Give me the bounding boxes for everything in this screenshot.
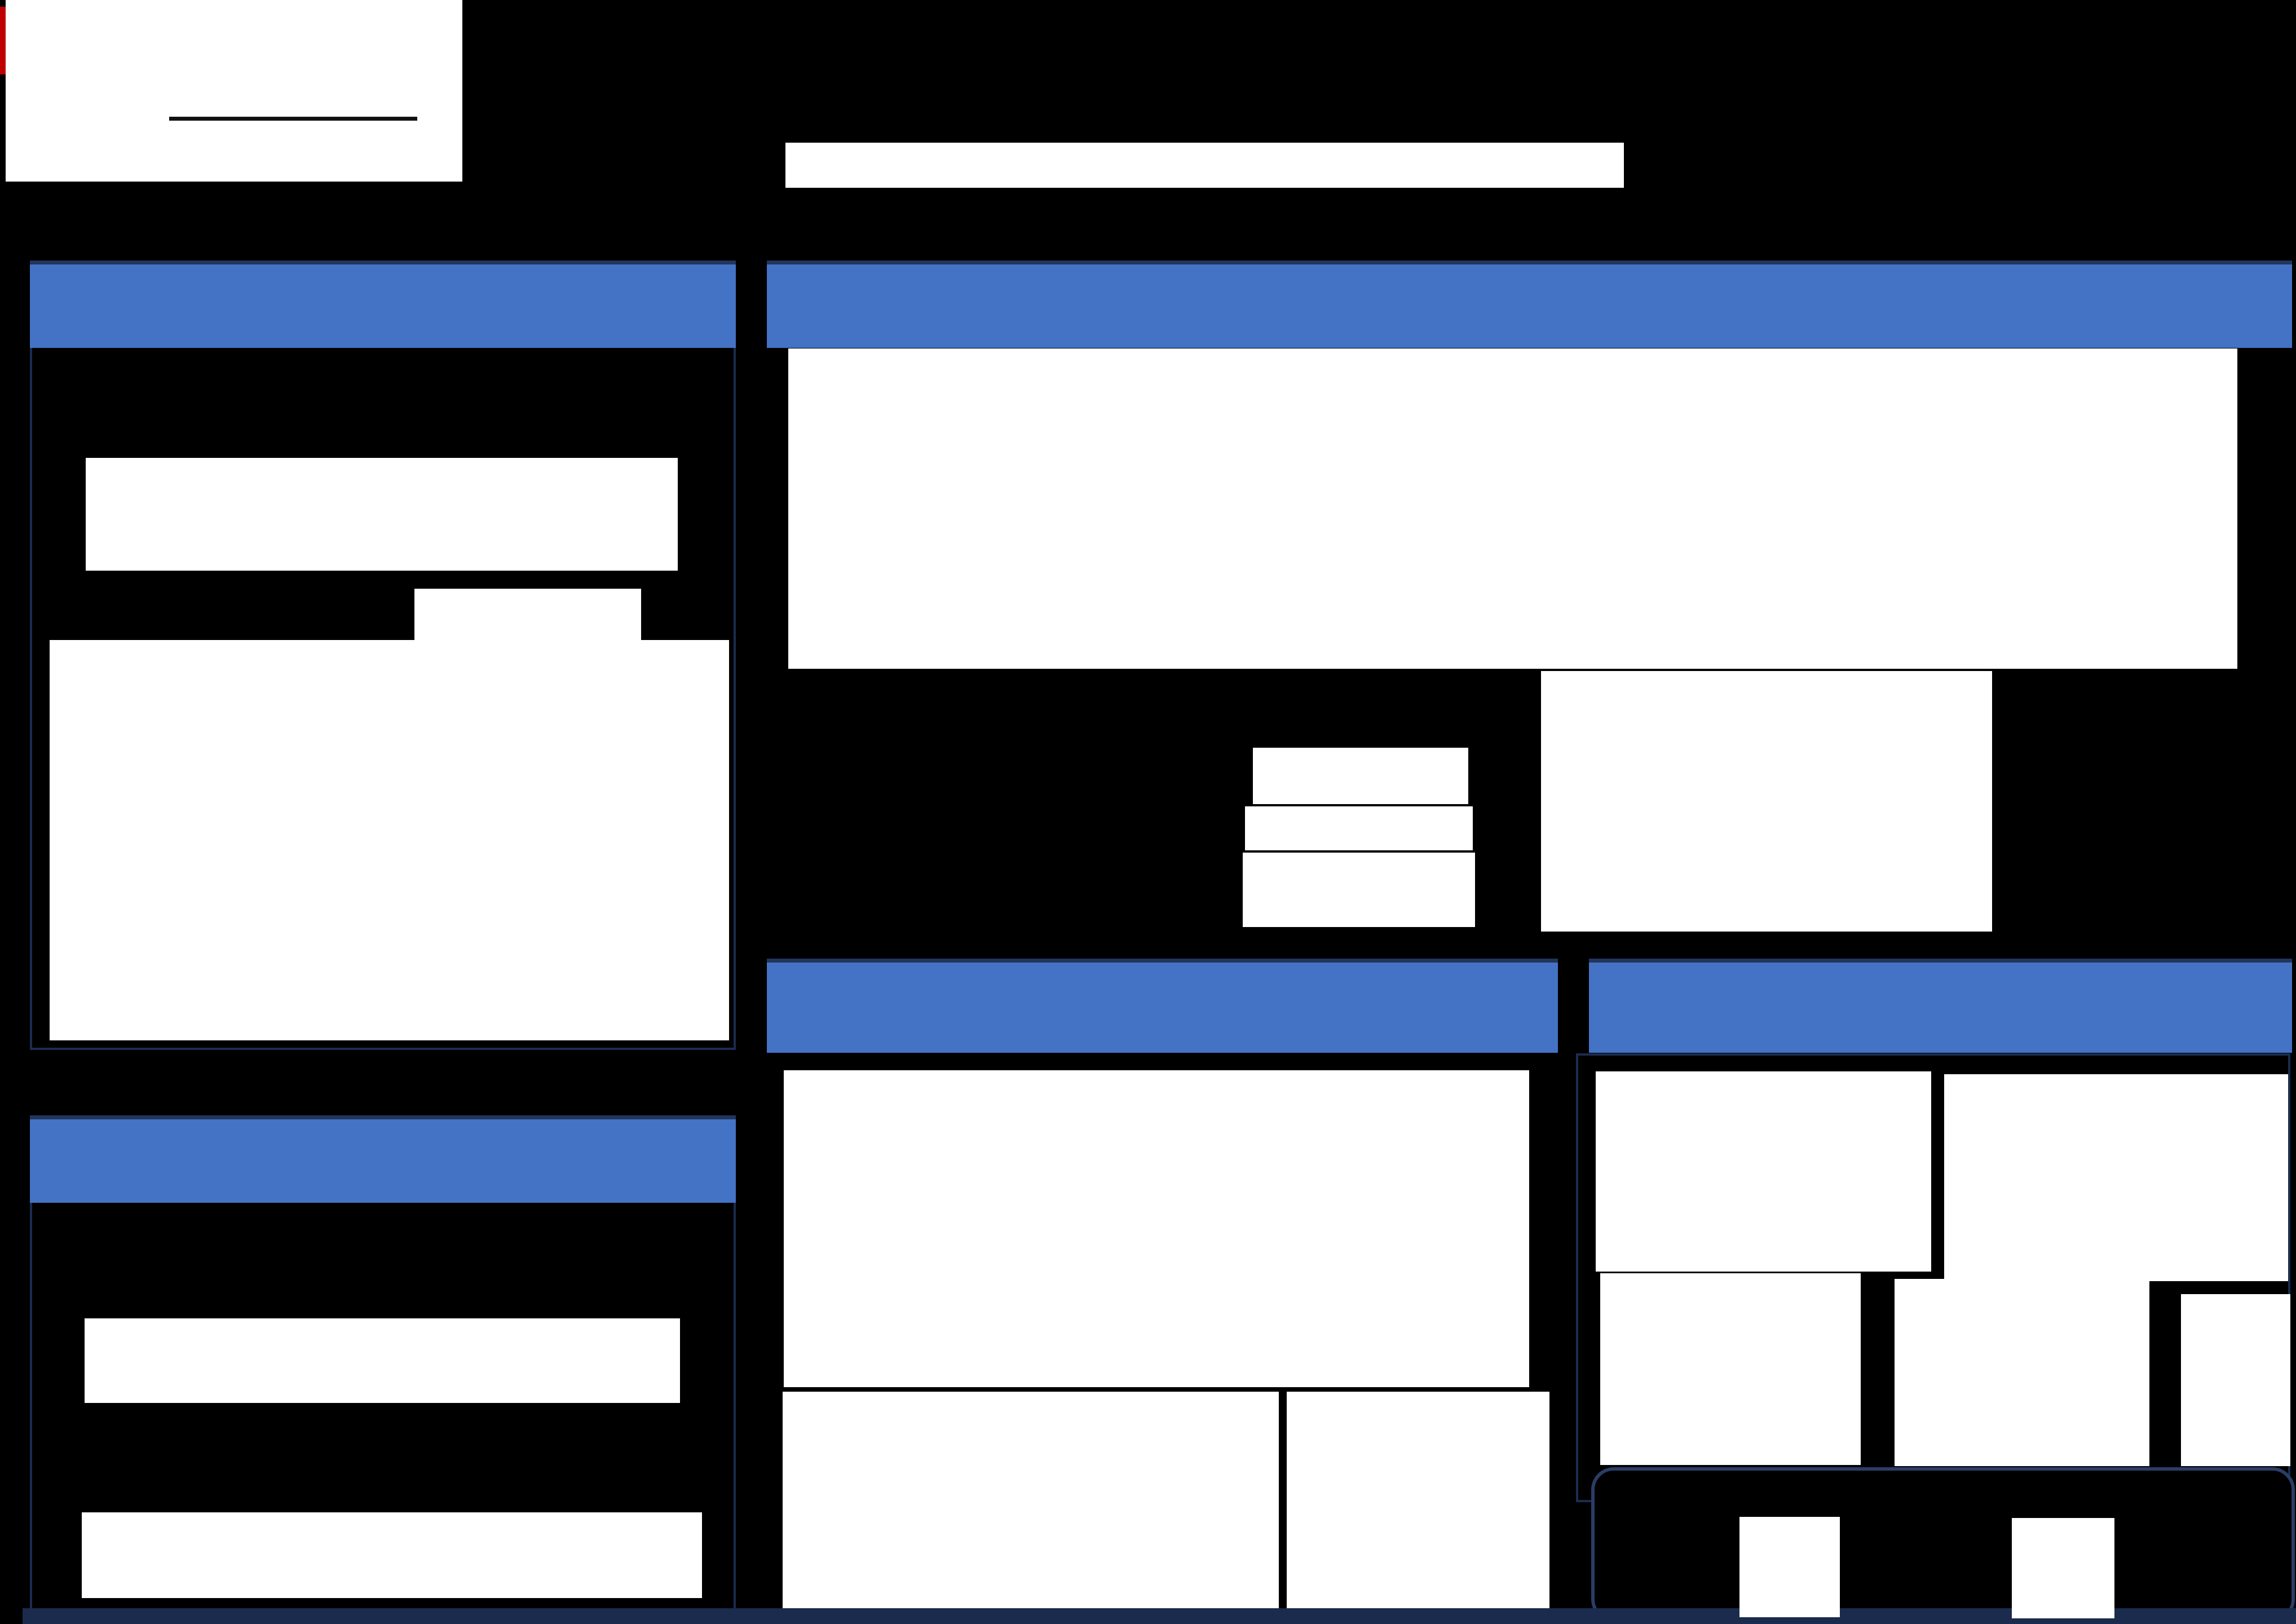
memory-footprint-box bbox=[1596, 1071, 1931, 1272]
formula-dft-box bbox=[1253, 748, 1468, 804]
icml-logo-box bbox=[6, 0, 462, 182]
icml-underline bbox=[169, 117, 417, 121]
motivation-figure bbox=[50, 640, 729, 1040]
memory-footprint-chart bbox=[1596, 1071, 1931, 1272]
section2-header bbox=[30, 1115, 736, 1203]
table1-box bbox=[784, 1070, 1529, 1387]
fourier-formula-box bbox=[86, 458, 678, 571]
input-def-box bbox=[85, 1318, 680, 1403]
section5-header bbox=[1589, 959, 2292, 1053]
sine-plots-box bbox=[1944, 1074, 2288, 1281]
paper-qr-box bbox=[2012, 1518, 2114, 1618]
hit-university-logo bbox=[2059, 1, 2296, 187]
formula-freqattn-box bbox=[1243, 853, 1475, 927]
freqattention-detail-box bbox=[1541, 671, 1992, 932]
uncertainty-formula-box bbox=[414, 589, 641, 642]
table2-box bbox=[783, 1392, 1279, 1609]
authors-bar bbox=[785, 143, 1624, 188]
freqattention-detail-figure bbox=[1541, 671, 1992, 932]
architecture-figure bbox=[788, 348, 2237, 678]
paper-qr-code bbox=[2012, 1518, 2114, 1618]
etth2-plot-box bbox=[1895, 1279, 2149, 1466]
section1-header bbox=[30, 261, 736, 348]
wechat-qr-code bbox=[1739, 1517, 1840, 1617]
wechat-qr-box bbox=[1739, 1517, 1840, 1617]
icml-head-icon bbox=[16, 7, 162, 176]
bottom-navy-bar bbox=[23, 1608, 2296, 1624]
architecture-figure-box bbox=[788, 348, 2237, 669]
section3-header bbox=[767, 261, 2292, 348]
formula-qk-box bbox=[1245, 806, 1473, 850]
left-red-strip bbox=[0, 7, 6, 74]
weather-plot-box bbox=[2181, 1294, 2290, 1466]
output-def-box bbox=[82, 1512, 702, 1598]
sine-comparison-plots bbox=[1944, 1074, 2288, 1281]
motivation-figure-box bbox=[50, 640, 729, 1040]
section4-header bbox=[767, 959, 1558, 1053]
qr-panel bbox=[1591, 1467, 2295, 1622]
table3-box bbox=[1287, 1392, 1549, 1609]
etth1-plot-box bbox=[1600, 1273, 1861, 1465]
